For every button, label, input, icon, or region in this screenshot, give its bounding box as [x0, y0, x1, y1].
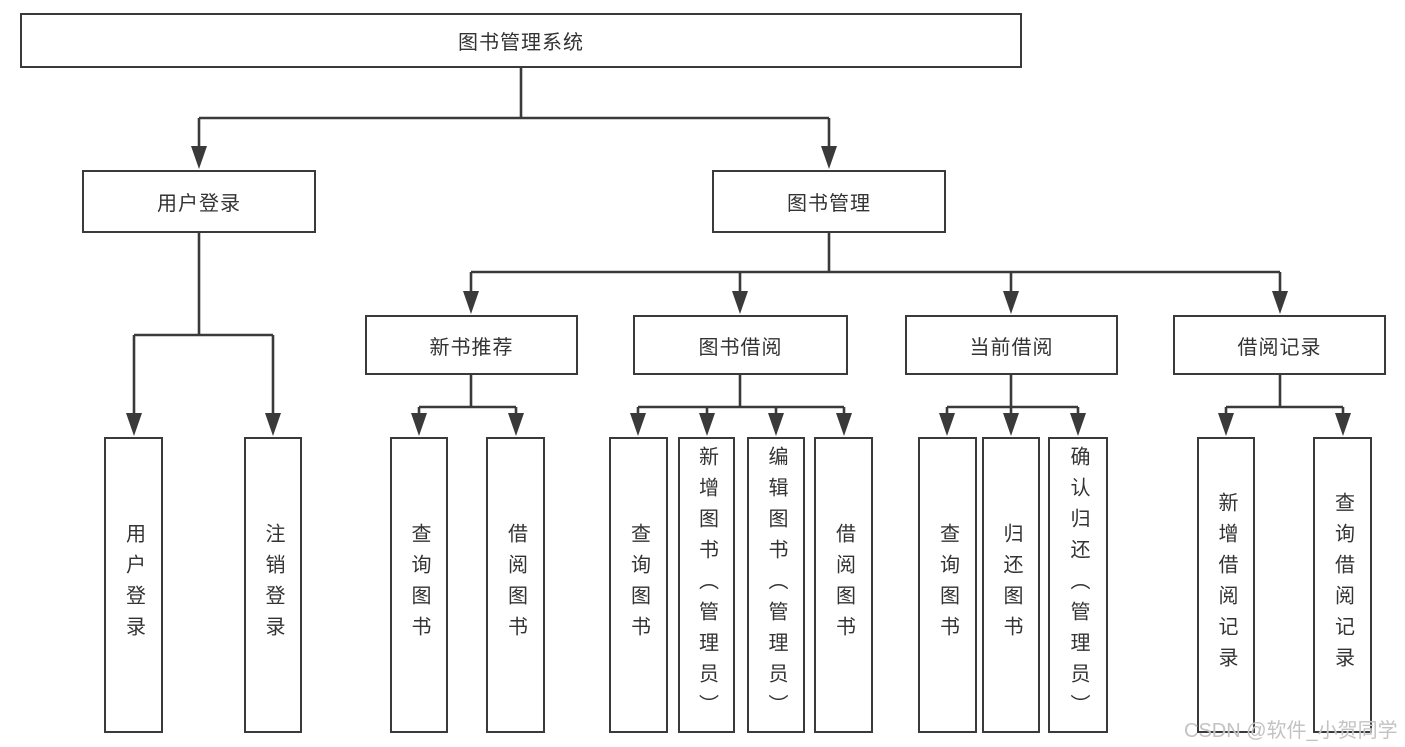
edges-root [191, 68, 837, 169]
leaf-rcd-query-record-label: 查询借阅记录 [1331, 492, 1354, 678]
node-book-mgmt-label: 图书管理 [787, 193, 871, 215]
leaf-user-login: 用户登录 [104, 437, 163, 733]
leaf-rec-borrow-book: 借阅图书 [486, 437, 545, 733]
node-borrow-record: 借阅记录 [1173, 315, 1386, 375]
leaf-cur-return-book: 归还图书 [982, 437, 1040, 733]
leaf-rcd-add-record-label: 新增借阅记录 [1215, 492, 1237, 678]
leaf-bor-add-book: 新增图书（管理员） [678, 437, 735, 733]
leaf-logout: 注销登录 [244, 437, 302, 733]
edges-new-book-rec [411, 375, 524, 436]
leaf-rec-query-book-label: 查询图书 [408, 523, 430, 647]
leaf-rcd-add-record: 新增借阅记录 [1197, 437, 1255, 733]
leaf-logout-label: 注销登录 [262, 523, 284, 647]
leaf-cur-query-book: 查询图书 [918, 437, 977, 733]
leaf-cur-confirm-return: 确认归还（管理员） [1048, 437, 1108, 733]
node-root-label: 图书管理系统 [458, 32, 584, 54]
node-book-borrow-label: 图书借阅 [698, 336, 783, 359]
node-new-book-rec: 新书推荐 [365, 315, 578, 375]
node-current-borrow: 当前借阅 [905, 315, 1118, 375]
node-user-login-label: 用户登录 [157, 193, 241, 215]
leaf-rec-query-book: 查询图书 [390, 437, 448, 733]
node-root: 图书管理系统 [20, 13, 1022, 68]
leaf-bor-query-book: 查询图书 [609, 437, 668, 733]
node-current-borrow-label: 当前借阅 [969, 336, 1054, 359]
leaf-cur-query-book-label: 查询图书 [936, 523, 959, 647]
leaf-rec-borrow-book-label: 借阅图书 [504, 523, 527, 647]
node-borrow-record-label: 借阅记录 [1237, 336, 1322, 359]
edges-borrow-record [1218, 375, 1351, 436]
edges-current-borrow [939, 375, 1086, 436]
edges-user-login [126, 233, 281, 436]
leaf-bor-query-book-label: 查询图书 [627, 523, 650, 647]
edges-book-borrow [630, 375, 852, 436]
leaf-cur-confirm-return-label: 确认归还（管理员） [1067, 445, 1089, 725]
node-book-borrow: 图书借阅 [633, 315, 848, 375]
leaf-user-login-label: 用户登录 [122, 523, 145, 647]
leaf-bor-borrow-book-label: 借阅图书 [832, 523, 855, 647]
node-user-login: 用户登录 [82, 170, 316, 233]
node-new-book-rec-label: 新书推荐 [429, 336, 514, 359]
leaf-bor-borrow-book: 借阅图书 [814, 437, 873, 733]
leaf-rcd-query-record: 查询借阅记录 [1313, 437, 1372, 733]
csdn-watermark: CSDN @软件_小贺同学 [1184, 720, 1398, 742]
leaf-bor-edit-book: 编辑图书（管理员） [747, 437, 805, 733]
leaf-cur-return-book-label: 归还图书 [1000, 523, 1022, 647]
leaf-bor-edit-book-label: 编辑图书（管理员） [765, 445, 787, 725]
leaf-bor-add-book-label: 新增图书（管理员） [695, 445, 718, 725]
node-book-mgmt: 图书管理 [712, 170, 946, 233]
edges-book-mgmt [463, 233, 1288, 314]
